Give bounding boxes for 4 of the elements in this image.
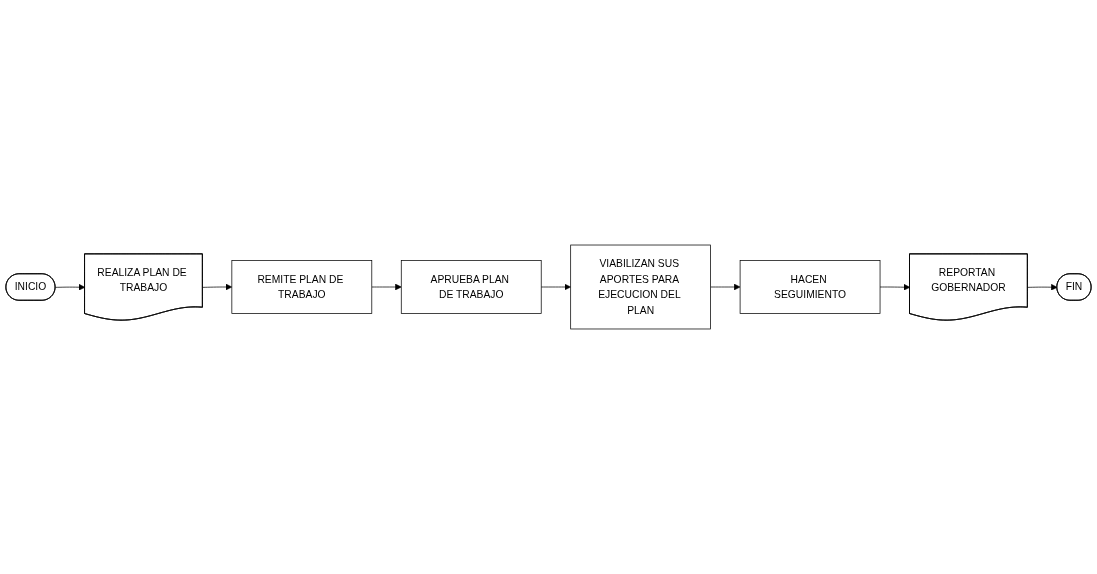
node-box: VIABILIZAN SUS APORTES PARA EJECUCION DEL PLAN <box>570 244 711 330</box>
node-box: APRUEBA PLAN DE TRABAJO <box>400 260 542 314</box>
node-box: HACEN SEGUIMIENTO <box>739 260 881 314</box>
node-box: REMITE PLAN DE TRABAJO <box>231 260 373 314</box>
